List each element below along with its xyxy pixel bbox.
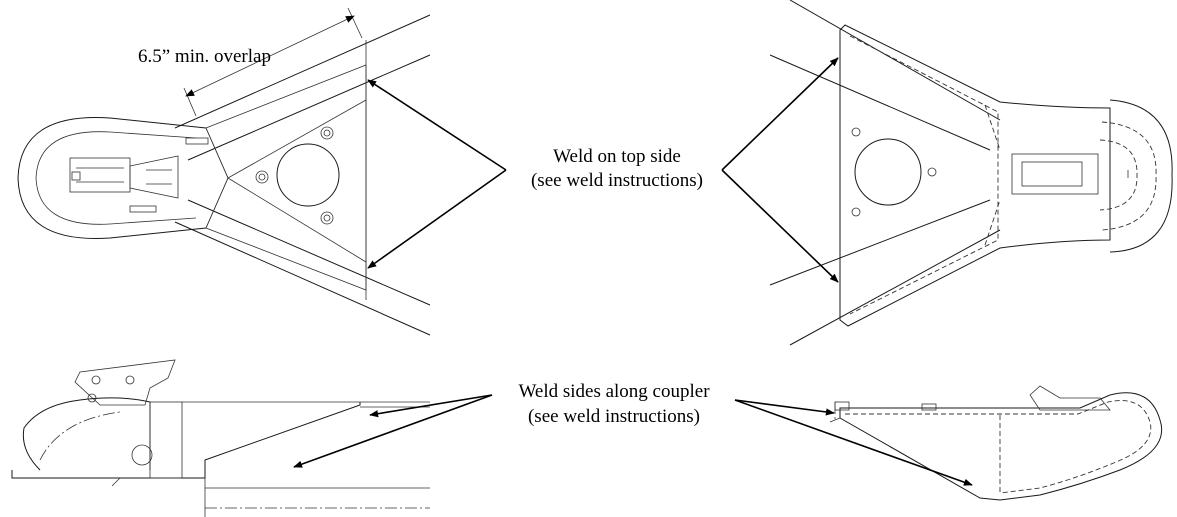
arrow-bottom-left-lower [293, 394, 493, 468]
weld-top-label-line2: (see weld instructions) [531, 170, 703, 191]
top-right-coupler-view [769, 0, 1173, 346]
weld-arrows [293, 57, 973, 486]
weld-top-label-line1: Weld on top side [553, 146, 681, 167]
top-left-coupler-view [17, 7, 431, 336]
arrow-top-left-upper [367, 79, 507, 171]
arrow-bottom-right-lower [734, 399, 973, 486]
arrow-top-right-upper [721, 57, 839, 171]
weld-sides-label-line2: (see weld instructions) [528, 406, 700, 427]
arrow-bottom-right-upper [734, 399, 835, 416]
overlap-label: 6.5” min. overlap [138, 46, 271, 67]
weld-sides-label-line1: Weld sides along coupler [518, 381, 710, 402]
arrow-top-right-lower [721, 169, 839, 283]
bottom-right-side-view [829, 385, 1162, 501]
arrow-top-left-lower [367, 169, 507, 269]
arrow-bottom-left-upper [369, 394, 493, 418]
bottom-left-side-view [11, 359, 430, 517]
